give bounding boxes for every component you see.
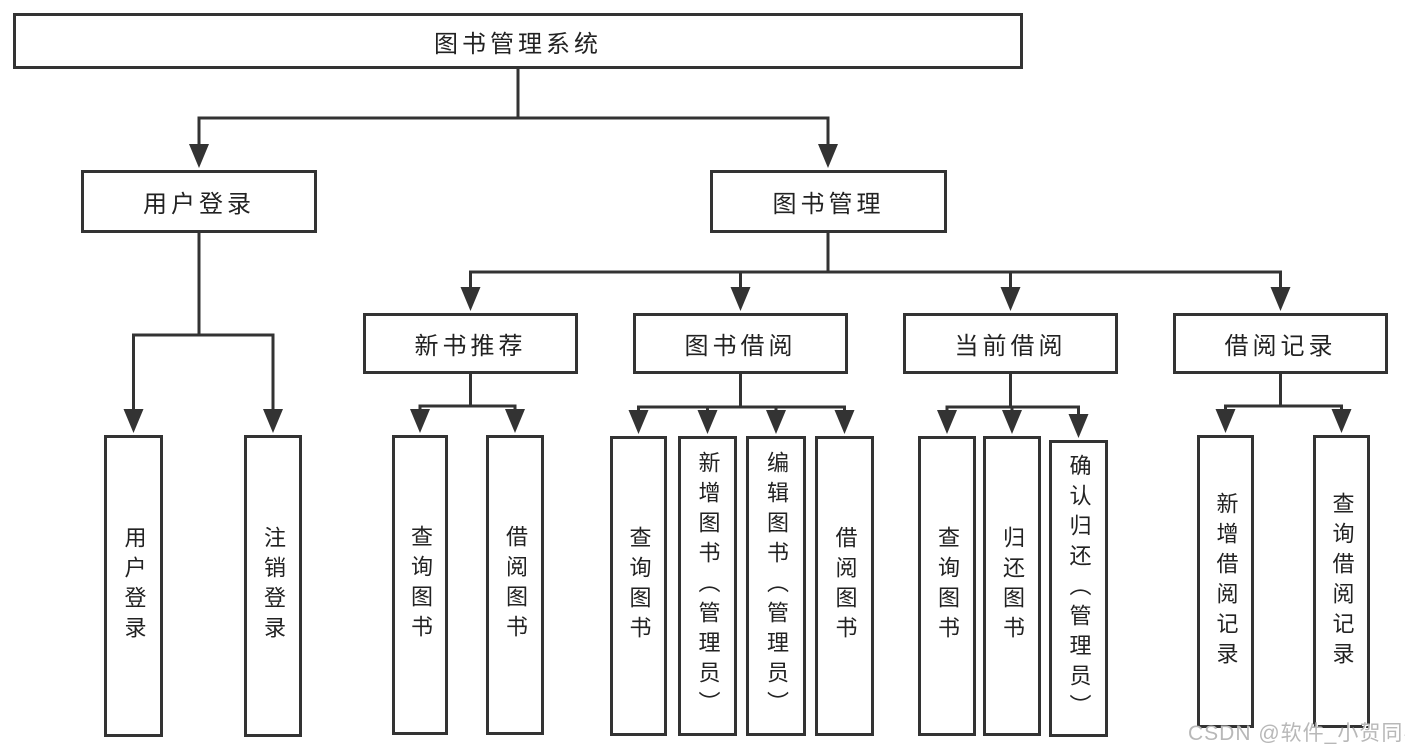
node-leaf-return-books: 归还图书 — [983, 436, 1041, 736]
node-leaf-query-books-borrowing: 查询图书 — [610, 436, 667, 736]
node-leaf-borrow-books-recommend: 借阅图书 — [486, 435, 544, 735]
arrowhead-icon — [505, 409, 525, 433]
node-leaf-query-books-recommend: 查询图书 — [392, 435, 448, 735]
node-leaf-confirm-return-admin: 确认归还（管理员） — [1049, 440, 1108, 737]
arrowhead-icon — [460, 287, 481, 311]
arrowhead-icon — [1270, 287, 1291, 311]
node-book-management: 图书管理 — [710, 170, 947, 233]
node-leaf-borrow-books-borrowing: 借阅图书 — [815, 436, 874, 736]
arrowhead-icon — [818, 144, 838, 168]
node-leaf-add-borrow-record: 新增借阅记录 — [1197, 435, 1254, 728]
arrowhead-icon — [766, 410, 786, 434]
arrowhead-icon — [123, 409, 144, 433]
arrowhead-icon — [730, 287, 751, 311]
arrowhead-icon — [1215, 409, 1236, 433]
watermark-csdn: CSDN @软件_小贺同学 — [1188, 722, 1405, 745]
arrowhead-icon — [628, 410, 649, 434]
node-leaf-user-login: 用户登录 — [104, 435, 163, 737]
arrowhead-icon — [410, 409, 430, 433]
node-current-borrowing: 当前借阅 — [903, 313, 1118, 374]
arrowhead-icon — [1068, 414, 1089, 438]
arrowhead-icon — [189, 144, 209, 168]
node-leaf-query-borrow-record: 查询借阅记录 — [1313, 435, 1370, 728]
arrowhead-icon — [697, 410, 718, 434]
node-leaf-edit-books-admin: 编辑图书（管理员） — [746, 436, 806, 736]
node-user-login: 用户登录 — [81, 170, 317, 233]
node-new-book-recommend: 新书推荐 — [363, 313, 578, 374]
arrowhead-icon — [263, 409, 283, 433]
node-library-management-system: 图书管理系统 — [13, 13, 1023, 69]
node-leaf-query-books-current: 查询图书 — [918, 436, 976, 736]
arrowhead-icon — [1002, 410, 1022, 434]
node-leaf-logout: 注销登录 — [244, 435, 302, 737]
arrowhead-icon — [937, 410, 957, 434]
arrowhead-icon — [1000, 287, 1021, 311]
node-borrowing-records: 借阅记录 — [1173, 313, 1388, 374]
node-leaf-add-books-admin: 新增图书（管理员） — [678, 436, 737, 736]
node-book-borrowing: 图书借阅 — [633, 313, 848, 374]
arrowhead-icon — [1331, 409, 1352, 433]
arrowhead-icon — [834, 410, 855, 434]
